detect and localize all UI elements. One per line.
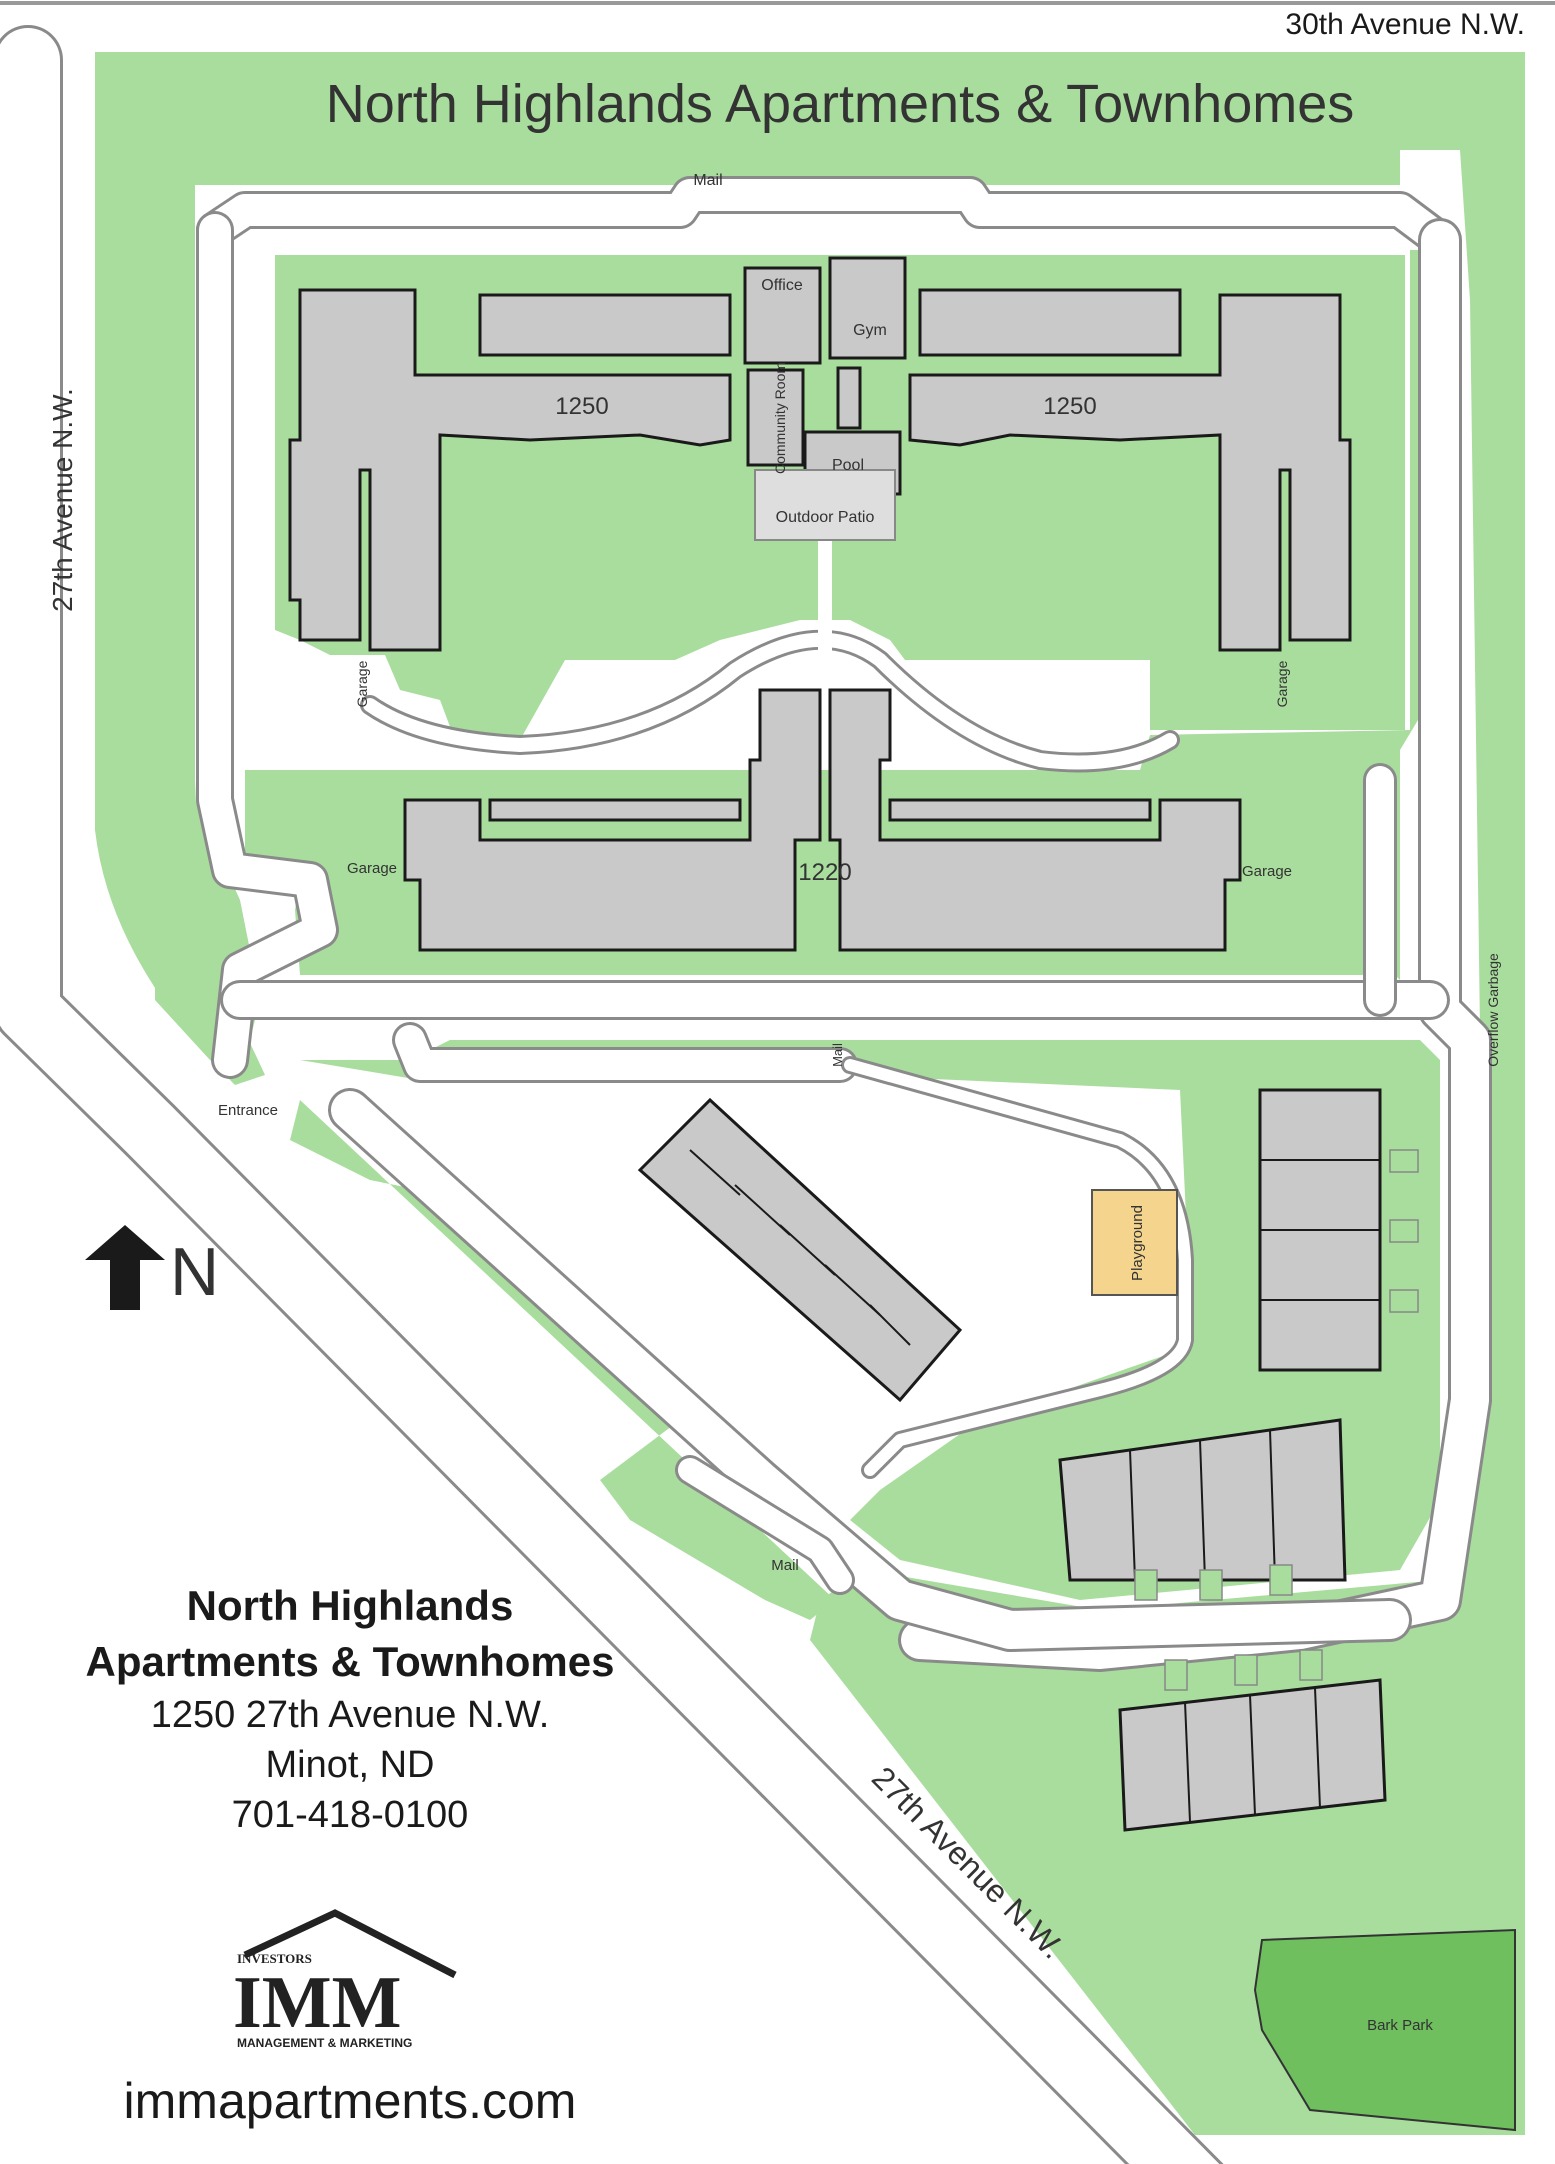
outdoor-patio-block <box>754 469 896 541</box>
pool-label: Pool <box>832 457 864 474</box>
logo-letters: IMM <box>233 1962 402 2044</box>
west-service-road <box>199 214 336 1076</box>
garage-label-w: Garage <box>347 860 397 877</box>
north-arrow: N <box>85 1225 219 1310</box>
office-label: Office <box>761 277 803 294</box>
street-west: 27th Avenue N.W. <box>47 388 78 612</box>
building-1220 <box>403 688 1242 952</box>
arrow-up-icon <box>85 1225 165 1310</box>
imm-logo: INVESTORS IMM MANAGEMENT & MARKETING <box>233 1909 457 2050</box>
gym-label: Gym <box>853 322 887 339</box>
office-block <box>743 266 822 365</box>
map-title: North Highlands Apartments & Townhomes <box>326 74 1355 134</box>
bark-park-label: Bark Park <box>1367 2017 1433 2034</box>
lawn-north <box>95 52 1400 185</box>
townhomes-east <box>1258 1088 1382 1372</box>
parking-pads <box>1134 1149 1419 1691</box>
property-name-line1: North Highlands <box>186 1582 514 1629</box>
property-city: Minot, ND <box>265 1744 435 1786</box>
townhomes-diagonal <box>637 1097 963 1403</box>
garage-label-nw: Garage <box>354 660 370 707</box>
garage-label-ne: Garage <box>1274 660 1290 707</box>
building-label-1250-west: 1250 <box>555 393 608 420</box>
property-phone: 701-418-0100 <box>231 1794 469 1836</box>
overflow-garbage-label: Overflow Garbage <box>1485 953 1501 1067</box>
playground-label: Playground <box>1129 1205 1146 1281</box>
mail-label-center: Mail <box>830 1043 845 1067</box>
street-north: 30th Avenue N.W. <box>1285 8 1525 41</box>
north-label: N <box>170 1234 219 1310</box>
website-url[interactable]: immapartments.com <box>123 2073 577 2129</box>
logo-bottom-text: MANAGEMENT & MARKETING <box>237 2036 412 2050</box>
mail-label-top: Mail <box>693 172 722 189</box>
amenity-center <box>743 256 907 541</box>
lawn-west <box>95 52 265 1085</box>
community-room-block <box>746 368 805 467</box>
garage-label-e: Garage <box>1242 863 1292 880</box>
building-label-1250-east: 1250 <box>1043 393 1096 420</box>
playground <box>1091 1189 1178 1296</box>
avenue-27th <box>0 28 1220 2164</box>
property-name-line2: Apartments & Townhomes <box>85 1638 615 1685</box>
roof-icon <box>243 1909 457 1979</box>
community-room-label: Community Room <box>772 362 788 474</box>
building-label-1220: 1220 <box>798 859 851 886</box>
property-info: North Highlands Apartments & Townhomes 1… <box>40 1578 660 1840</box>
property-address: 1250 27th Avenue N.W. <box>150 1694 550 1736</box>
townhome-lane <box>331 1091 1409 1649</box>
gym-block <box>828 256 907 360</box>
bark-park <box>1253 1928 1516 2132</box>
mail-label-bottom: Mail <box>771 1557 799 1574</box>
townhomes-south-row1 <box>1058 1418 1347 1582</box>
entrance-label: Entrance <box>218 1102 278 1119</box>
outdoor-patio-label: Outdoor Patio <box>776 509 875 526</box>
building-1250-west <box>288 288 732 652</box>
logo-top-text: INVESTORS <box>237 1951 312 1966</box>
building-1250-east <box>908 288 1352 652</box>
townhomes-south-row2 <box>1118 1678 1387 1832</box>
